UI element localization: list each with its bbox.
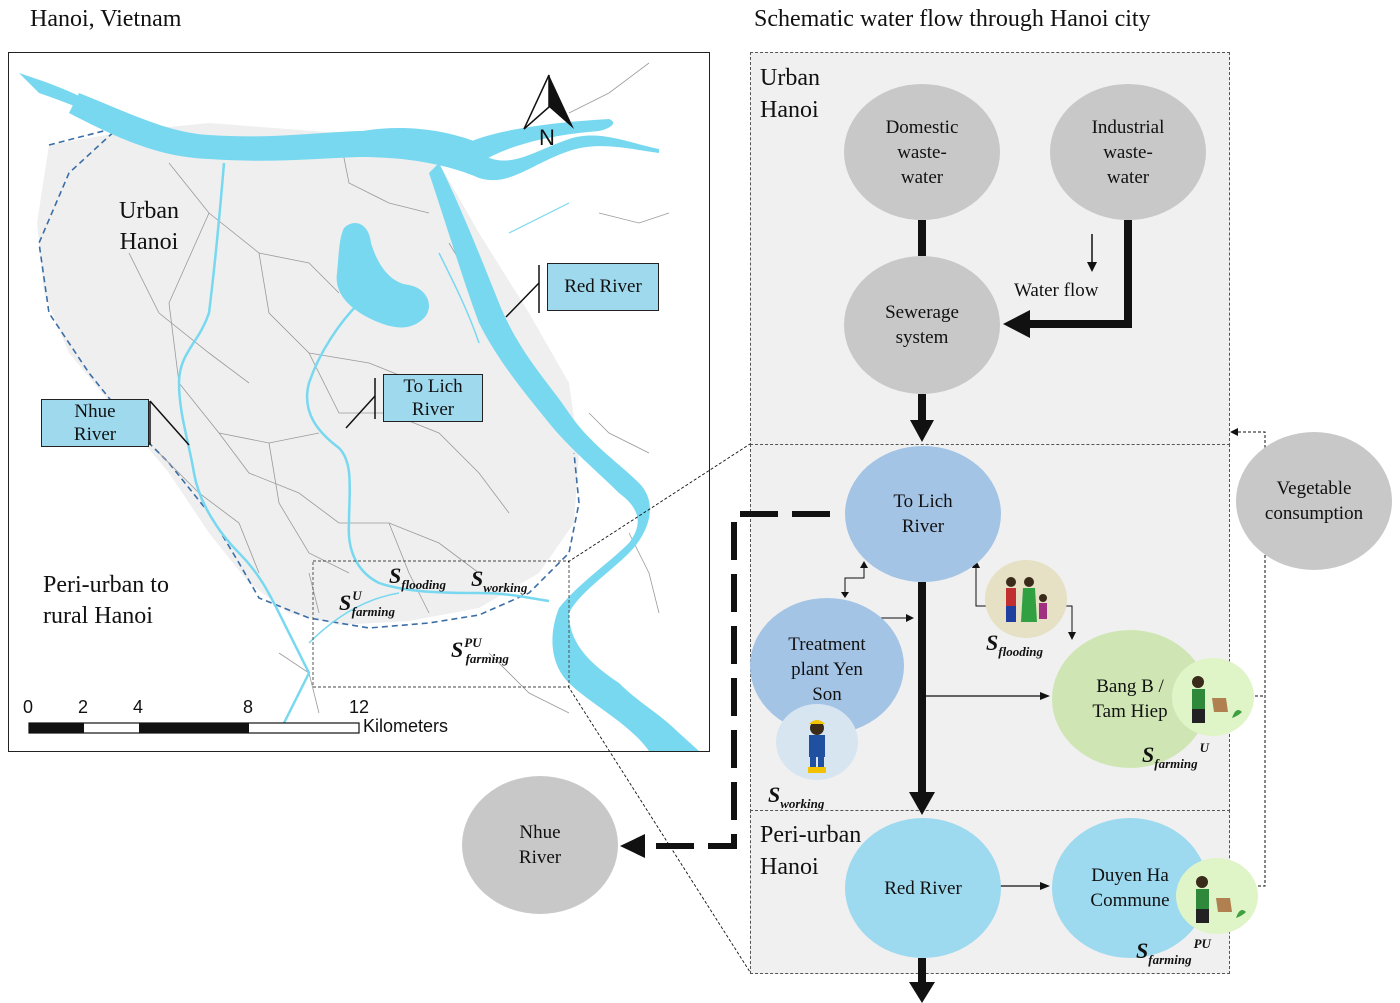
schematic-s-flooding: Sflooding [986, 630, 1044, 659]
node-domestic-wastewater: Domestic waste- water [844, 84, 1000, 220]
node-nhue-river: Nhue River [462, 776, 618, 914]
water-flow-label: Water flow [1014, 280, 1099, 301]
farmer-icon-pu [1176, 858, 1258, 934]
scale-tick-8: 8 [243, 697, 254, 717]
schematic-s-farming-u: SfarmingU [1142, 740, 1209, 771]
scale-tick-2: 2 [78, 697, 89, 717]
worker-icon [776, 704, 858, 780]
map-to-lich-label: To Lich River [383, 374, 483, 422]
study-area-box [312, 560, 570, 688]
node-vegetable-consumption: Vegetable consumption [1236, 432, 1392, 570]
map-urban-label: Urban Hanoi [119, 198, 179, 255]
map-s-farming-u: SUfarming [339, 588, 395, 619]
farmer-icon-u [1172, 658, 1254, 736]
urban-boundary [38, 126, 580, 629]
scale-tick-0: 0 [23, 697, 34, 717]
scale-tick-12: 12 [349, 697, 370, 717]
schematic-s-farming-pu: SfarmingPU [1136, 936, 1211, 967]
family-icon [985, 560, 1067, 638]
map-nhue-label: Nhue River [41, 399, 149, 447]
map-periurban-label: Peri-urban to rural Hanoi [43, 572, 169, 629]
urban-zone-label: Urban Hanoi [760, 65, 820, 123]
scale-unit: Kilometers [363, 716, 449, 736]
scale-tick-4: 4 [133, 697, 144, 717]
map-s-farming-pu: SPUfarming [451, 635, 509, 666]
node-industrial-wastewater: Industrial waste- water [1050, 84, 1206, 220]
node-to-lich-river: To Lich River [845, 446, 1001, 582]
node-sewerage-system: Sewerage system [844, 256, 1000, 394]
right-title: Schematic water flow through Hanoi city [754, 6, 1151, 32]
schematic-s-working: Sworking [768, 782, 825, 811]
left-title: Hanoi, Vietnam [30, 6, 182, 32]
nhue-river [177, 162, 311, 734]
north-label: N [539, 125, 555, 150]
urban-area [37, 123, 579, 625]
map-graphics [19, 62, 699, 751]
north-arrow [523, 74, 574, 130]
scale-bar [28, 722, 360, 734]
map-red-river-label: Red River [547, 263, 659, 311]
west-lake [336, 223, 429, 328]
to-lich-river [305, 302, 550, 603]
node-red-river: Red River [845, 818, 1001, 958]
hanoi-map: Urban Hanoi Peri-urban to rural Hanoi N … [8, 52, 710, 752]
map-s-flooding: Sflooding [389, 563, 447, 592]
map-s-working: Sworking [471, 566, 528, 595]
